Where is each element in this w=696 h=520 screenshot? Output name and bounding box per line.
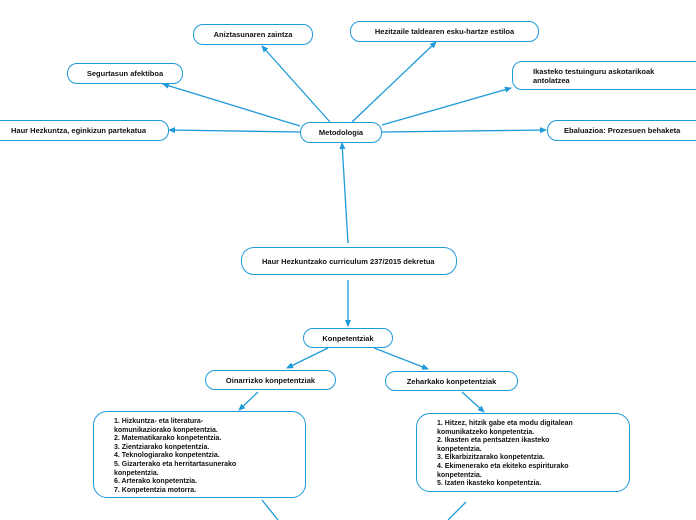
node-metodologia[interactable]: Metodologia [300, 122, 382, 143]
link-metodologia-hezitzaile [351, 41, 437, 123]
link-zeharkako-list-down [447, 501, 467, 520]
list-line: konpetentzia. [114, 469, 159, 477]
list-line: 1. Hizkuntza- eta literatura- [114, 418, 204, 425]
link-metodologia-ikasteko [381, 86, 512, 126]
link-curriculum-metodologia [339, 142, 349, 244]
node-aniztasunaren-zaintza-label: Aniztasunaren zaintza [213, 30, 293, 39]
link-oinarrizko-list [238, 391, 259, 411]
list-line: 3. Elkarbizitzarako konpetentzia. [437, 454, 545, 462]
node-hezitzaile-taldearen-estiloa-label: Hezitzaile taldearen esku-hartze estiloa [374, 27, 515, 36]
list-line: 4. Ekimenerako eta ekiteko espiriturako [437, 462, 569, 470]
link-metodologia-ebaluazioa [381, 127, 547, 134]
node-segurtasun-afektiboa[interactable]: Segurtasun afektiboa [67, 63, 183, 84]
node-aniztasunaren-zaintza[interactable]: Aniztasunaren zaintza [193, 24, 313, 45]
list-line: 5. Gizarterako eta herritartasunerako [114, 460, 237, 468]
node-ikasteko-testuinguru-label: Ikasteko testuinguru askotarikoak antola… [533, 66, 655, 85]
link-metodologia-aniztasuna [261, 45, 331, 123]
node-ebaluazioa[interactable]: Ebaluazioa: Prozesuen behaketa [547, 120, 696, 141]
list-line: konpetentzia. [437, 445, 482, 453]
link-konpetentziak-oinarrizko [286, 347, 329, 369]
node-curriculum-dekretua[interactable]: Haur Hezkuntzako curriculum 237/2015 dek… [241, 247, 457, 275]
node-ikasteko-testuinguru[interactable]: Ikasteko testuinguru askotarikoak antola… [512, 61, 696, 90]
node-haur-hezkuntza-partekatua[interactable]: Haur Hezkuntza, eginkizun partekatua [0, 120, 169, 141]
list-line: 7. Konpetentzia motorra. [114, 486, 197, 494]
node-haur-hezkuntza-partekatua-label: Haur Hezkuntza, eginkizun partekatua [10, 126, 147, 135]
list-line: 2. Ikasten eta pentsatzen ikasteko [437, 437, 550, 445]
list-line: 3. Zientziarako konpetentzia. [114, 443, 210, 451]
node-zeharkako-list[interactable]: 1. Hitzez, hitzik gabe eta modu digitale… [416, 413, 630, 492]
list-line: konpetentzia. [437, 471, 482, 479]
node-zeharkako-konpetentziak[interactable]: Zeharkako konpetentziak [385, 371, 518, 391]
link-metodologia-haur-hezkuntza [168, 127, 301, 134]
node-zeharkako-konpetentziak-label: Zeharkako konpetentziak [406, 376, 497, 386]
node-oinarrizko-konpetentziak-label: Oinarrizko konpetentziak [225, 375, 316, 385]
link-zeharkako-list [461, 391, 485, 413]
link-oinarrizko-list-down [261, 499, 279, 520]
node-ebaluazioa-label: Ebaluazioa: Prozesuen behaketa [564, 126, 681, 135]
node-segurtasun-afektiboa-label: Segurtasun afektiboa [86, 69, 164, 78]
node-oinarrizko-list[interactable]: 1. Hizkuntza- eta literatura- komunikazi… [93, 411, 306, 498]
node-konpetentziak[interactable]: Konpetentziak [303, 328, 393, 348]
list-line: 4. Teknologiarako konpetentzia. [114, 452, 220, 460]
link-konpetentziak-zeharkako [373, 347, 429, 370]
list-line: 1. Hitzez, hitzik gabe eta modu digitale… [437, 420, 573, 427]
node-metodologia-label: Metodologia [318, 128, 364, 137]
link-metodologia-segurtasun [162, 82, 301, 127]
node-hezitzaile-taldearen-estiloa[interactable]: Hezitzaile taldearen esku-hartze estiloa [350, 21, 539, 42]
node-curriculum-dekretua-label: Haur Hezkuntzako curriculum 237/2015 dek… [262, 256, 435, 266]
list-line: 6. Arterako konpetentzia. [114, 478, 197, 486]
node-konpetentziak-label: Konpetentziak [322, 333, 374, 343]
list-line: 2. Matematikarako konpetentzia. [114, 435, 222, 443]
list-line: komunikaziorako konpetentzia. [114, 426, 218, 434]
node-oinarrizko-konpetentziak[interactable]: Oinarrizko konpetentziak [205, 370, 336, 390]
list-line: komunikatzeko konpetentzia. [437, 428, 535, 436]
list-line: 5. Izaten ikasteko konpetentzia. [437, 480, 542, 488]
